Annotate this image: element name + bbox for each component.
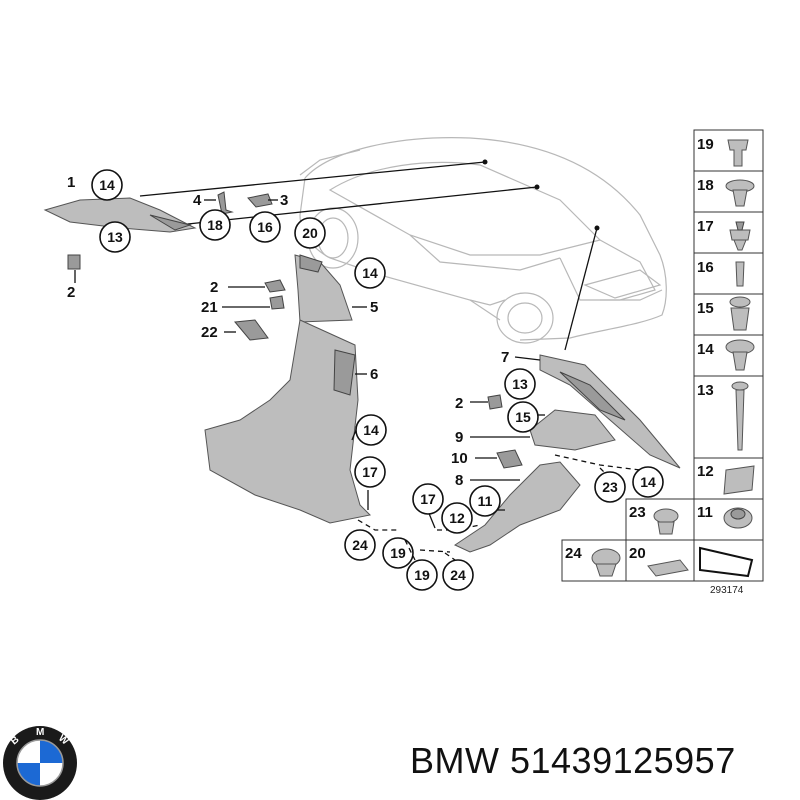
clip-part-2b [264, 279, 286, 293]
trim-part-9 [529, 409, 616, 451]
label-2a: 2 [67, 284, 75, 301]
callout-20a: 20 [294, 217, 326, 249]
callout-13b: 13 [504, 368, 536, 400]
trim-part-8 [453, 461, 581, 553]
svg-text:14: 14 [640, 474, 656, 490]
svg-text:18: 18 [207, 217, 223, 233]
legend-label-17: 17 [697, 218, 714, 235]
car-outline [299, 137, 667, 344]
callout-11a: 11 [469, 485, 501, 517]
label-10: 10 [451, 450, 468, 467]
callout-24b: 24 [442, 559, 474, 591]
legend-label-24: 24 [565, 545, 582, 562]
grille-part-22 [234, 319, 269, 341]
label-6: 6 [370, 366, 378, 383]
legend-label-14: 14 [697, 341, 714, 358]
legend-label-18: 18 [697, 177, 714, 194]
clip-part-21 [269, 295, 285, 310]
legend-label-16: 16 [697, 259, 714, 276]
svg-text:20: 20 [302, 225, 318, 241]
svg-text:13: 13 [512, 376, 528, 392]
reference-number: 293174 [710, 585, 744, 596]
legend-label-20: 20 [629, 545, 646, 562]
callout-17b: 17 [412, 483, 444, 515]
label-2b: 2 [210, 279, 218, 296]
svg-text:17: 17 [362, 464, 378, 480]
clip-part-10 [496, 449, 523, 469]
svg-text:M: M [36, 727, 44, 738]
svg-text:24: 24 [450, 567, 466, 583]
label-2c: 2 [455, 395, 463, 412]
callout-17a: 17 [354, 456, 386, 488]
legend-label-11: 11 [697, 504, 713, 521]
callout-16a: 16 [249, 211, 281, 243]
svg-text:11: 11 [478, 493, 493, 509]
label-7: 7 [501, 349, 509, 366]
svg-text:14: 14 [363, 422, 379, 438]
svg-text:14: 14 [99, 177, 115, 193]
svg-text:24: 24 [352, 537, 368, 553]
part-number-caption: BMW 51439125957 [410, 740, 736, 781]
svg-text:15: 15 [515, 409, 531, 425]
callout-24a: 24 [344, 529, 376, 561]
callout-12a: 12 [441, 502, 473, 534]
svg-text:17: 17 [420, 491, 436, 507]
svg-text:23: 23 [602, 479, 618, 495]
callout-19a: 19 [382, 537, 414, 569]
callout-14c: 14 [355, 414, 387, 446]
label-3: 3 [280, 192, 288, 209]
callout-23a: 23 [594, 471, 626, 503]
legend-label-13: 13 [697, 382, 714, 399]
label-5: 5 [370, 299, 378, 316]
callout-14b: 14 [354, 257, 386, 289]
label-1: 1 [67, 174, 75, 191]
svg-text:13: 13 [107, 229, 123, 245]
callout-15a: 15 [507, 401, 539, 433]
label-8: 8 [455, 472, 463, 489]
leader-line [564, 227, 598, 351]
bmw-logo: B M W [3, 726, 77, 800]
label-9: 9 [455, 429, 463, 446]
svg-text:19: 19 [390, 545, 406, 561]
svg-text:14: 14 [362, 265, 378, 281]
legend-label-15: 15 [697, 300, 714, 317]
label-22: 22 [201, 324, 218, 341]
legend-label-23: 23 [629, 504, 646, 521]
clip-part-2c [487, 394, 503, 410]
pillar-trim-6 [204, 319, 372, 524]
callout-18a: 18 [199, 209, 231, 241]
callout-13a: 13 [99, 221, 131, 253]
callout-14a: 14 [91, 169, 123, 201]
fastener-legend: 19 18 17 16 15 14 13 12 23 11 24 20 [561, 129, 764, 596]
label-4: 4 [193, 192, 202, 209]
callout-19b: 19 [406, 559, 438, 591]
clip-part-3 [247, 193, 273, 208]
label-21: 21 [201, 299, 218, 316]
svg-text:12: 12 [449, 510, 465, 526]
trim-panel-1 [43, 197, 197, 233]
legend-label-19: 19 [697, 136, 714, 153]
svg-text:16: 16 [257, 219, 273, 235]
callout-14d: 14 [632, 466, 664, 498]
leader-line [139, 161, 486, 197]
legend-label-12: 12 [697, 463, 714, 480]
svg-text:19: 19 [414, 567, 430, 583]
